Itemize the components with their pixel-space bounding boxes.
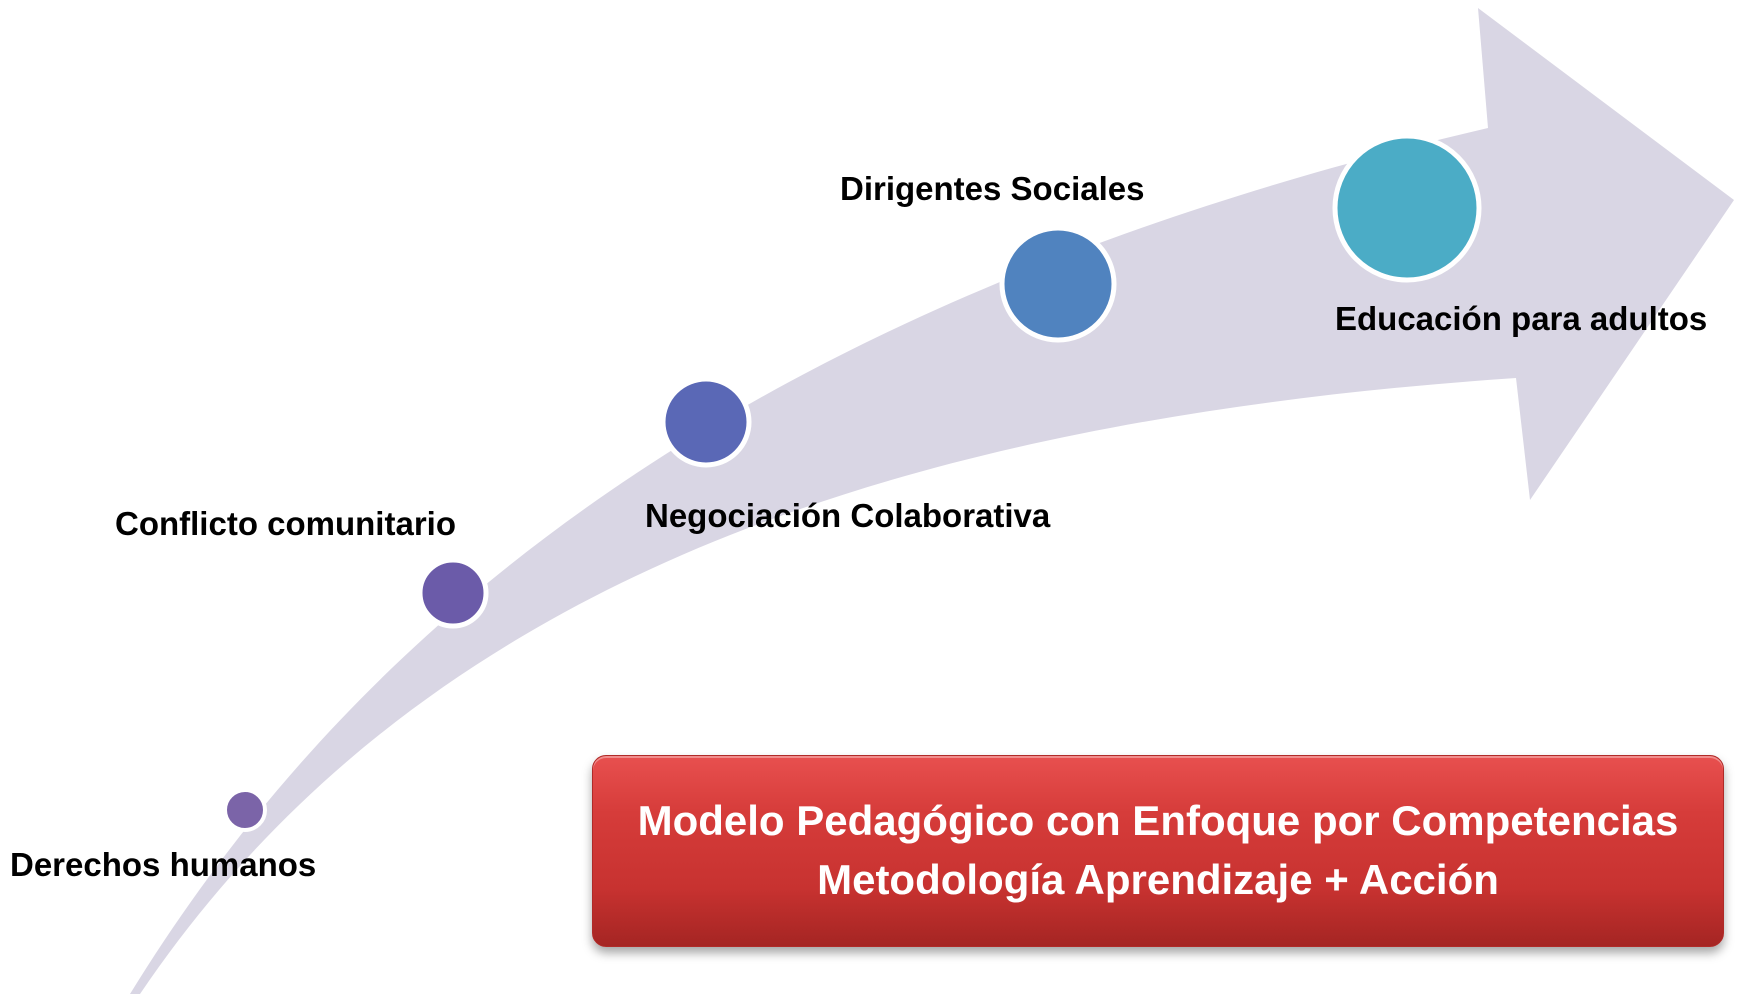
step-label-dirigentes-sociales: Dirigentes Sociales bbox=[840, 170, 1145, 207]
step-circle-negociacion-colaborativa bbox=[660, 376, 752, 468]
banner-subtitle: Metodología Aprendizaje + Acción bbox=[817, 856, 1499, 903]
curved-arrow bbox=[130, 8, 1734, 994]
step-label-conflicto-comunitario: Conflicto comunitario bbox=[115, 505, 456, 542]
step-label-derechos-humanos: Derechos humanos bbox=[10, 846, 317, 883]
step-circle-educacion-para-adultos bbox=[1332, 133, 1482, 283]
step-circle-conflicto-comunitario bbox=[417, 557, 489, 629]
step-label-negociacion-colaborativa: Negociación Colaborativa bbox=[645, 497, 1051, 534]
step-circle-dirigentes-sociales bbox=[999, 225, 1117, 343]
methodology-banner: Modelo Pedagógico con Enfoque por Compet… bbox=[592, 755, 1724, 947]
step-circle-derechos-humanos bbox=[223, 788, 267, 832]
step-label-educacion-para-adultos: Educación para adultos bbox=[1335, 300, 1708, 337]
banner-title: Modelo Pedagógico con Enfoque por Compet… bbox=[637, 797, 1679, 845]
